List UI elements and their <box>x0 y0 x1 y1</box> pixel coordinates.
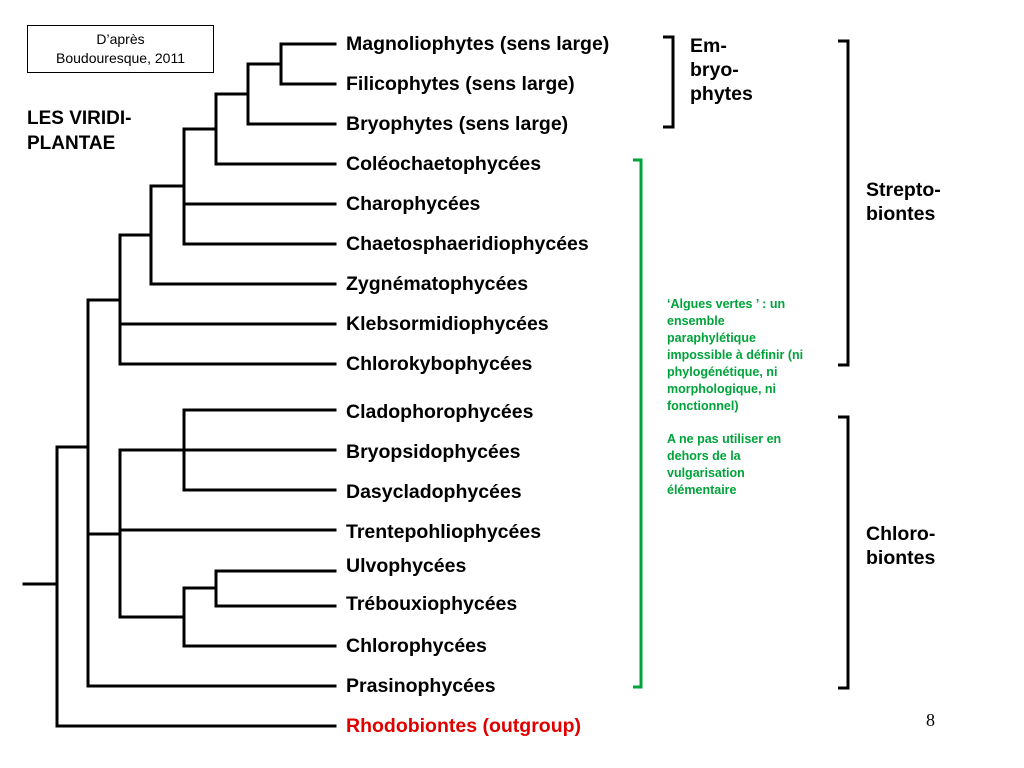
bracket-green-algae <box>633 158 643 689</box>
source-citation-box: D’après Boudouresque, 2011 <box>27 25 214 73</box>
group-label-streptobiontes: Strepto- biontes <box>866 178 941 226</box>
green-algae-note-paragraph-2: A ne pas utiliser en dehors de la vulgar… <box>667 432 782 497</box>
taxon-label-chaetosphaeridiophycees: Chaetosphaeridiophycées <box>346 233 589 255</box>
page-number: 8 <box>926 710 935 730</box>
taxon-label-magnoliophytes: Magnoliophytes (sens large) <box>346 33 610 55</box>
title-line-1: LES VIRIDI- <box>27 108 132 129</box>
taxon-label-chlorophycees: Chlorophycées <box>346 635 487 657</box>
streptobiontes-line-1: Strepto- <box>866 179 941 201</box>
taxon-label-dasycladophycees: Dasycladophycées <box>346 481 522 503</box>
taxon-label-trentepohliophycees: Trentepohliophycées <box>346 521 542 543</box>
taxon-label-rhodobiontes-outgroup: Rhodobiontes (outgroup) <box>346 715 582 737</box>
group-label-chlorobiontes: Chloro- biontes <box>866 522 935 570</box>
source-line-2: Boudouresque, 2011 <box>56 50 185 66</box>
taxon-label-charophycees: Charophycées <box>346 193 481 215</box>
taxon-label-prasinophycees: Prasinophycées <box>346 675 496 697</box>
bracket-chlorobiontes <box>838 415 850 690</box>
green-algae-note-paragraph-1: ‘Algues vertes ’ : un ensemble paraphylé… <box>667 297 804 413</box>
taxon-label-cladophorophycees: Cladophorophycées <box>346 401 534 423</box>
source-line-1: D’après <box>96 31 145 47</box>
chlorobiontes-line-2: biontes <box>866 547 936 569</box>
taxon-label-filicophytes: Filicophytes (sens large) <box>346 73 575 95</box>
taxon-label-coleochaetophycees: Coléochaetophycées <box>346 153 542 175</box>
taxon-label-bryopsidophycees: Bryopsidophycées <box>346 441 521 463</box>
taxon-label-bryophytes: Bryophytes (sens large) <box>346 113 569 135</box>
taxon-label-zygnematophycees: Zygnématophycées <box>346 273 529 295</box>
taxon-label-trebouxiophycees: Trébouxiophycées <box>346 593 518 615</box>
embryophytes-line-2: bryo- <box>690 59 739 81</box>
green-algae-note: ‘Algues vertes ’ : un ensemble paraphylé… <box>667 296 815 515</box>
bracket-streptobiontes <box>838 39 850 367</box>
taxon-label-klebsormidiophycees: Klebsormidiophycées <box>346 313 549 335</box>
embryophytes-line-3: phytes <box>690 83 753 105</box>
streptobiontes-line-2: biontes <box>866 203 936 225</box>
chlorobiontes-line-1: Chloro- <box>866 523 936 545</box>
cladogram-branches <box>22 42 337 728</box>
taxon-label-chlorokybophycees: Chlorokybophycées <box>346 353 533 375</box>
title-line-2: PLANTAE <box>27 133 116 154</box>
bracket-embryophytes <box>663 35 675 129</box>
diagram-title: LES VIRIDI- PLANTAE <box>27 106 132 156</box>
embryophytes-line-1: Em- <box>690 35 727 57</box>
group-label-embryophytes: Em- bryo- phytes <box>690 34 753 106</box>
taxon-label-ulvophycees: Ulvophycées <box>346 555 467 577</box>
group-brackets <box>633 35 850 690</box>
